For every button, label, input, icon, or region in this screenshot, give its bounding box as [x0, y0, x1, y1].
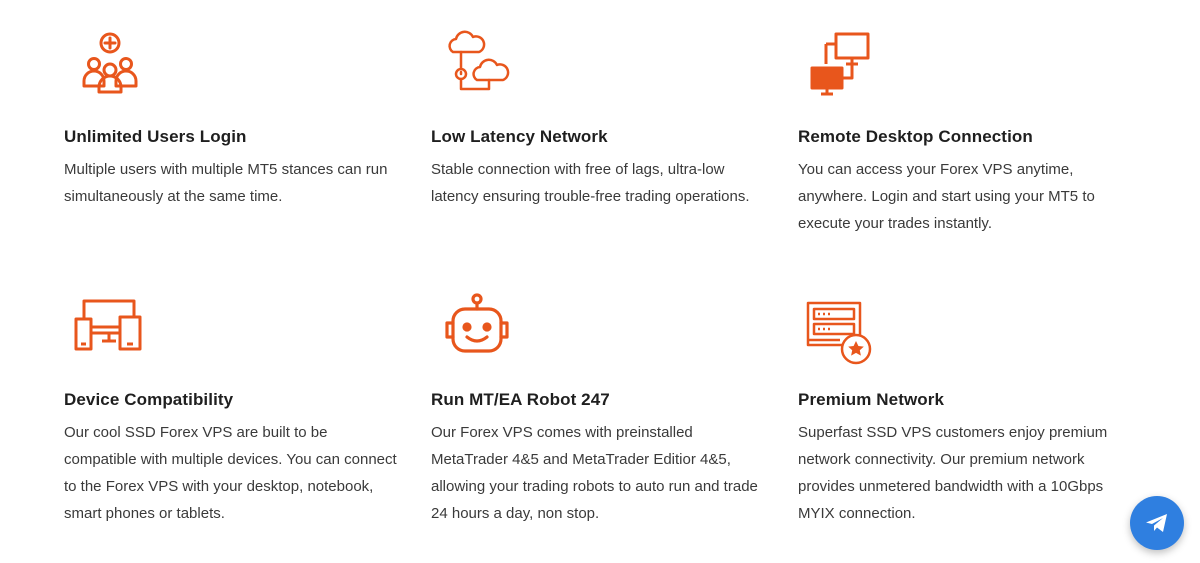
- telegram-chat-button[interactable]: [1130, 496, 1184, 550]
- remote-desktop-icon: [804, 26, 880, 102]
- feature-description: Our Forex VPS comes with preinstalled Me…: [431, 424, 758, 522]
- cloud-network-icon: [439, 26, 515, 102]
- users-plus-icon: [72, 26, 148, 102]
- feature-description: Stable connection with free of lags, ult…: [431, 161, 750, 205]
- premium-server-icon: [804, 289, 880, 365]
- feature-description: Multiple users with multiple MT5 stances…: [64, 161, 388, 205]
- feature-title: Run MT/EA Robot 247: [431, 390, 610, 409]
- feature-description: You can access your Forex VPS anytime, a…: [798, 161, 1095, 232]
- telegram-icon: [1143, 509, 1171, 537]
- robot-icon: [439, 289, 515, 365]
- feature-description: Our cool SSD Forex VPS are built to be c…: [64, 424, 397, 522]
- feature-title: Low Latency Network: [431, 127, 608, 146]
- feature-title: Unlimited Users Login: [64, 127, 247, 146]
- feature-title: Remote Desktop Connection: [798, 127, 1033, 146]
- feature-title: Premium Network: [798, 390, 945, 409]
- feature-description: Superfast SSD VPS customers enjoy premiu…: [798, 424, 1108, 522]
- feature-title: Device Compatibility: [64, 390, 234, 409]
- devices-icon: [72, 289, 148, 365]
